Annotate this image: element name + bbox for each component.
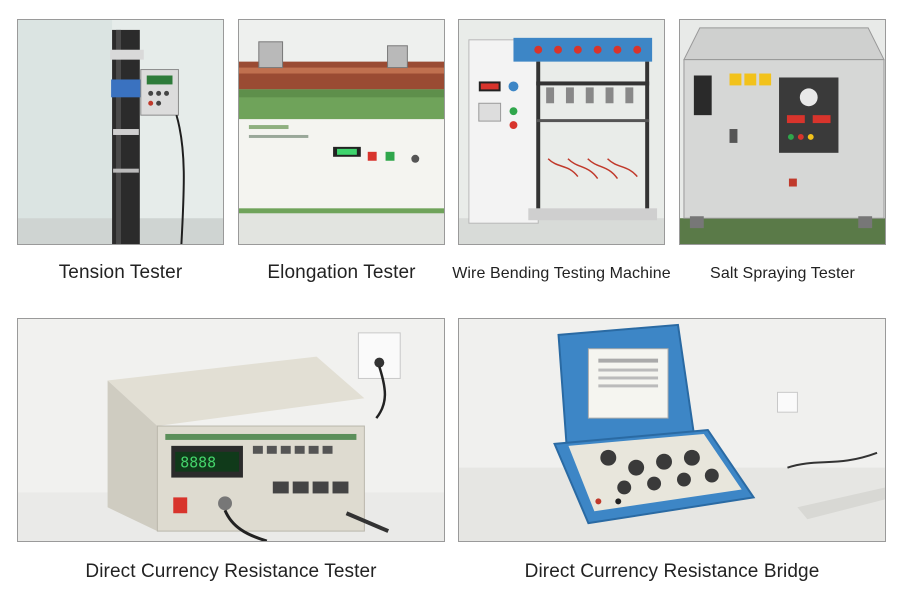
caption-dc-resistance-bridge: Direct Currency Resistance Bridge [524, 561, 820, 582]
dc-resistance-tester-photo: 8888 [17, 318, 445, 542]
dc-resistance-bridge-photo [458, 318, 886, 542]
salt-spraying-tester-photo [679, 19, 886, 245]
caption-wire-bending-machine: Wire Bending Testing Machine [452, 265, 671, 282]
caption-elongation-tester: Elongation Tester [267, 262, 416, 283]
tension-tester-photo [17, 19, 224, 245]
caption-salt-spraying-tester: Salt Spraying Tester [710, 265, 855, 282]
caption-tension-tester: Tension Tester [58, 262, 183, 283]
svg-text:8888: 8888 [180, 454, 216, 472]
wire-bending-machine-photo [458, 19, 665, 245]
caption-dc-resistance-tester: Direct Currency Resistance Tester [85, 561, 377, 582]
elongation-tester-photo [238, 19, 445, 245]
